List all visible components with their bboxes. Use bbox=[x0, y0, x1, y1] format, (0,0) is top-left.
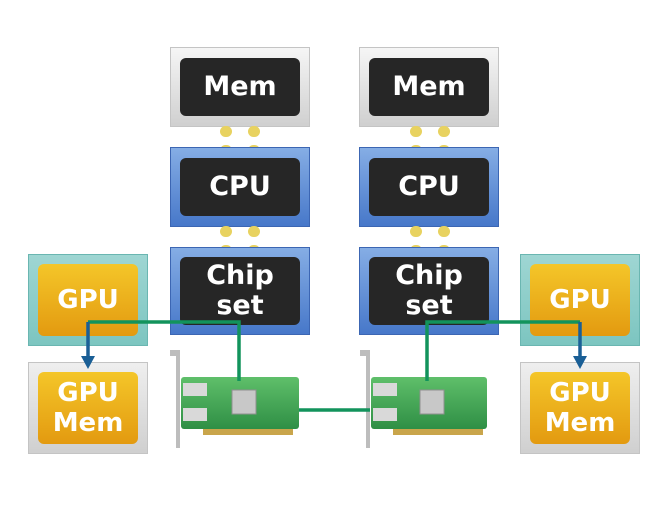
right-card-port-1 bbox=[373, 383, 397, 396]
right-network-card bbox=[360, 350, 487, 448]
left-network-card bbox=[170, 350, 299, 448]
right-card-bracket bbox=[366, 350, 370, 448]
left-card-connector bbox=[203, 429, 293, 435]
left-card-port-1 bbox=[183, 383, 207, 396]
right-cpu-chip: CPU bbox=[369, 158, 489, 216]
left-card-bracket-tab bbox=[170, 350, 180, 356]
right-mem-chip: Mem bbox=[369, 58, 489, 116]
left-card-heatsink bbox=[231, 389, 257, 415]
left-chipset-chip: Chip set bbox=[180, 257, 300, 325]
right-card-connector bbox=[393, 429, 483, 435]
left-card-bracket bbox=[176, 350, 180, 448]
left-gpu-to-card-link bbox=[88, 320, 241, 381]
left-gpu-mem-arrow-head bbox=[81, 356, 95, 369]
right-card-heatsink bbox=[419, 389, 445, 415]
right-card-port-2 bbox=[373, 408, 397, 421]
right-gpu-mem-chip: GPU Mem bbox=[530, 372, 630, 444]
right-chipset-chip: Chip set bbox=[369, 257, 489, 325]
right-card-bracket-tab bbox=[360, 350, 370, 356]
left-card-port-2 bbox=[183, 408, 207, 421]
left-cpu-chip: CPU bbox=[180, 158, 300, 216]
right-gpu-mem-arrow-head bbox=[573, 356, 587, 369]
right-card-to-gpu-link bbox=[425, 320, 580, 381]
left-mem-chip: Mem bbox=[180, 58, 300, 116]
left-gpu-mem-chip: GPU Mem bbox=[38, 372, 138, 444]
